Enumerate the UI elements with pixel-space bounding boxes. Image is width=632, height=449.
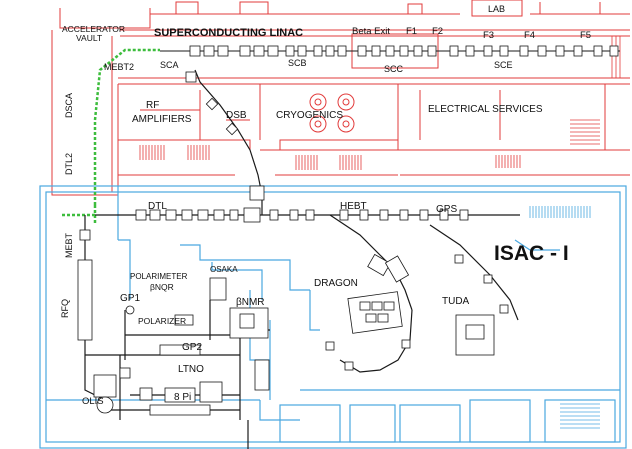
label-osaka: OSAKA bbox=[210, 265, 238, 274]
label-sce: SCE bbox=[494, 60, 513, 70]
label-beta-exit: Beta Exit bbox=[352, 26, 390, 37]
isac-stairs-lower bbox=[560, 403, 600, 429]
label-polarimeter: POLARIMETER bbox=[130, 272, 188, 281]
label-bnmr: βNMR bbox=[236, 297, 265, 308]
label-f3: F3 bbox=[483, 30, 494, 41]
label-dsca: DSCA bbox=[64, 93, 74, 118]
label-cryogenics: CRYOGENICS bbox=[276, 110, 343, 121]
label-gp1: GP1 bbox=[120, 293, 140, 304]
label-f1: F1 bbox=[406, 26, 417, 37]
label-mebt: MEBT bbox=[64, 232, 74, 258]
label-f5: F5 bbox=[580, 30, 591, 41]
label-polarizer: POLARIZER bbox=[138, 316, 186, 326]
label-dragon: DRAGON bbox=[314, 278, 358, 289]
green-beamline bbox=[62, 48, 160, 225]
label-scb: SCB bbox=[288, 58, 307, 68]
label-dtl2: DTL2 bbox=[64, 153, 74, 175]
label-f2: F2 bbox=[432, 26, 443, 37]
beamline-elements bbox=[77, 71, 509, 416]
label-olis: OLIS bbox=[82, 396, 104, 407]
label-hebt: HEBT bbox=[340, 201, 367, 212]
label-bnqr: βNQR bbox=[150, 282, 174, 292]
label-electrical-services: ELECTRICAL SERVICES bbox=[428, 104, 543, 115]
label-sca: SCA bbox=[160, 60, 179, 70]
label-rf: RF bbox=[146, 100, 159, 111]
label-dsb: DSB bbox=[226, 110, 247, 121]
label-tuda: TUDA bbox=[442, 296, 470, 307]
label-ltno: LTNO bbox=[178, 364, 204, 375]
label-rfq: RFQ bbox=[60, 299, 70, 318]
label-dtl: DTL bbox=[148, 201, 167, 212]
upper-building-walls bbox=[51, 0, 630, 196]
map-labels: LAB ACCELERATOR VAULT SUPERCONDUCTING LI… bbox=[60, 4, 591, 407]
label-gp2: GP2 bbox=[182, 342, 202, 353]
label-f4: F4 bbox=[524, 30, 535, 41]
label-8pi: 8 Pi bbox=[174, 392, 191, 403]
label-lab: LAB bbox=[488, 4, 505, 14]
isac-building-stairs bbox=[529, 206, 591, 218]
linac-cryomodules bbox=[189, 45, 619, 57]
label-scc: SCC bbox=[384, 64, 404, 74]
label-vault: VAULT bbox=[76, 33, 102, 43]
label-amplifiers: AMPLIFIERS bbox=[132, 114, 192, 125]
label-isac-i: ISAC - I bbox=[494, 242, 569, 265]
label-mebt2: MEBT2 bbox=[104, 62, 134, 72]
label-gps: GPS bbox=[436, 204, 457, 215]
isac-building-walls bbox=[39, 185, 627, 449]
upper-building-stairs bbox=[139, 36, 621, 170]
cryogenic-tanks bbox=[309, 93, 355, 133]
label-accelerator: ACCELERATOR bbox=[62, 24, 125, 34]
label-superconducting-linac: SUPERCONDUCTING LINAC bbox=[154, 27, 303, 39]
